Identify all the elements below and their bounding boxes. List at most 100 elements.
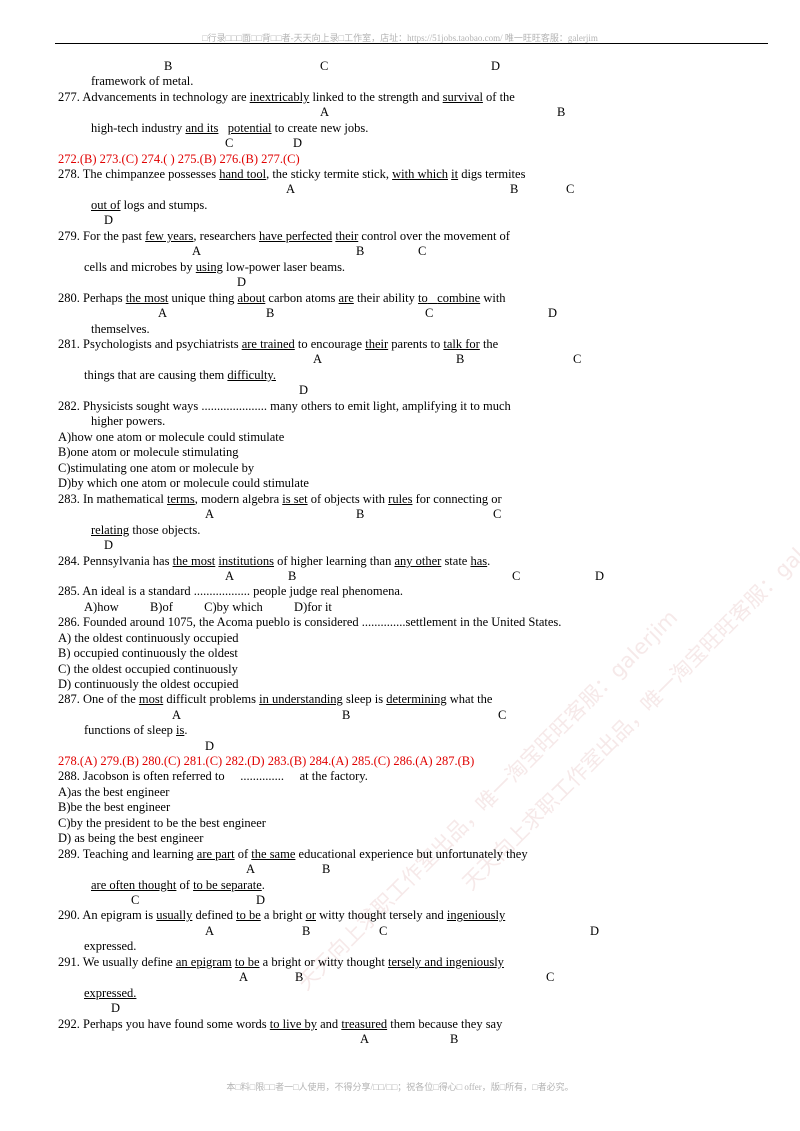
question-281-line2: things that are causing them difficulty. — [84, 368, 276, 382]
question-283-line2: relating those objects. — [91, 523, 201, 537]
question-288: 288. Jacobson is often referred to .....… — [58, 769, 368, 783]
question-277-line2: high-tech industry and its potential to … — [91, 121, 369, 135]
question-284: 284. Pennsylvania has the most instituti… — [58, 554, 491, 568]
option-letter: D — [104, 213, 114, 227]
question-289-line2: are often thought of to be separate. — [91, 878, 265, 892]
option-a: A)as the best engineer — [58, 785, 170, 799]
option-c: C)stimulating one atom or molecule by — [58, 461, 255, 475]
option-letter: D — [595, 569, 605, 583]
question-279: 279. For the past few years, researchers… — [58, 229, 510, 243]
question-278-line2: out of logs and stumps. — [91, 198, 208, 212]
underlined-option-c: and its — [185, 121, 219, 135]
option-letter: A — [205, 507, 215, 521]
header-rule — [55, 43, 768, 44]
option-c: C)by the president to be the best engine… — [58, 816, 266, 830]
watermark: 天天向上求职工作室出品，唯一淘宝旺旺客服：galerjim — [292, 605, 683, 995]
question-290-line2: expressed. — [84, 939, 137, 953]
option-letter: A — [360, 1032, 370, 1046]
option-letter: C — [320, 59, 329, 73]
option-letter: D — [491, 59, 501, 73]
option-letter: D — [256, 893, 266, 907]
question-277: 277. Advancements in technology are inex… — [58, 90, 515, 104]
question-292: 292. Perhaps you have found some words t… — [58, 1017, 503, 1031]
page-footer: 本□料□限□□者一□人使用，不得分享/□□/□□；祝各位□得心□ offer，版… — [226, 1082, 574, 1092]
option-letter: D — [299, 383, 309, 397]
question-290: 290. An epigram is usually defined to be… — [58, 908, 506, 922]
option-letter: A — [172, 708, 182, 722]
question-291-line2: expressed. — [84, 986, 137, 1000]
question-282: 282. Physicists sought ways ............… — [58, 399, 511, 413]
answer-key: 272.(B) 273.(C) 274.( ) 275.(B) 276.(B) … — [58, 152, 300, 166]
option-b: B)one atom or molecule stimulating — [58, 445, 239, 459]
option-letter: B — [302, 924, 311, 938]
option-letter: B — [164, 59, 173, 73]
option-letter: C — [512, 569, 521, 583]
underlined-option-b: survival — [442, 90, 483, 104]
option-letter: A — [192, 244, 202, 258]
option-b: B)be the best engineer — [58, 800, 171, 814]
option-letter: B — [295, 970, 304, 984]
option-letter: B — [266, 306, 275, 320]
question-282-line2: higher powers. — [91, 414, 166, 428]
question-291: 291. We usually define an epigram to be … — [58, 955, 504, 969]
option-letter: A — [225, 569, 235, 583]
question-text: framework of metal. — [91, 74, 194, 88]
option-letter: B — [356, 507, 365, 521]
option-letter: C — [131, 893, 140, 907]
option-letter: A — [239, 970, 249, 984]
option-letter: B — [557, 105, 566, 119]
option-letter: B — [342, 708, 351, 722]
option-letter: B — [322, 862, 331, 876]
option-letter: C — [425, 306, 434, 320]
option-letter: A — [320, 105, 330, 119]
question-287-line2: functions of sleep is. — [84, 723, 188, 737]
page-header: □行录□□□面□□背□□者-天天向上录□工作室，店址：https://51job… — [202, 33, 598, 43]
question-278: 278. The chimpanzee possesses hand tool,… — [58, 167, 526, 181]
question-279-line2: cells and microbes by using low-power la… — [84, 260, 346, 274]
question-283: 283. In mathematical terms, modern algeb… — [58, 492, 502, 506]
question-287: 287. One of the most difficult problems … — [58, 692, 493, 706]
option-letter: C — [225, 136, 234, 150]
option-letter: B — [356, 244, 365, 258]
question-289: 289. Teaching and learning are part of t… — [58, 847, 528, 861]
option-letter: A — [205, 924, 215, 938]
option-letter: A — [246, 862, 256, 876]
underlined-option-a: inextricably — [249, 90, 310, 104]
underlined-option-d: potential — [227, 121, 272, 135]
option-letter: C — [566, 182, 575, 196]
option-c: C) the oldest occupied continuously — [58, 662, 238, 676]
option-letter: C — [498, 708, 507, 722]
option-letter: D — [548, 306, 558, 320]
question-280: 280. Perhaps the most unique thing about… — [58, 291, 506, 305]
option-letter: D — [104, 538, 114, 552]
answer-key: 278.(A) 279.(B) 280.(C) 281.(C) 282.(D) … — [58, 754, 475, 768]
option-b: B) occupied continuously the oldest — [58, 646, 238, 660]
option-letter: A — [313, 352, 323, 366]
option-letter: D — [205, 739, 215, 753]
option-letter: A — [158, 306, 168, 320]
option-letter: C — [379, 924, 388, 938]
question-285: 285. An ideal is a standard ............… — [58, 584, 404, 598]
option-letter: C — [418, 244, 427, 258]
option-letter: C — [546, 970, 555, 984]
question-286: 286. Founded around 1075, the Acoma pueb… — [58, 615, 562, 629]
option-d: D) as being the best engineer — [58, 831, 204, 845]
option-letter: D — [590, 924, 600, 938]
question-285-options: A)how B)of C)by which D)for it — [84, 600, 332, 614]
option-letter: D — [237, 275, 247, 289]
question-281: 281. Psychologists and psychiatrists are… — [58, 337, 499, 351]
option-a: A)how one atom or molecule could stimula… — [58, 430, 285, 444]
option-d: D) continuously the oldest occupied — [58, 677, 239, 691]
option-letter: C — [573, 352, 582, 366]
question-280-line2: themselves. — [91, 322, 150, 336]
option-letter: B — [510, 182, 519, 196]
option-a: A) the oldest continuously occupied — [58, 631, 239, 645]
option-letter: D — [111, 1001, 121, 1015]
option-d: D)by which one atom or molecule could st… — [58, 476, 309, 490]
watermark: 天天向上求职工作室出品，唯一淘宝旺旺客服：galerjim — [457, 505, 800, 895]
option-letter: B — [456, 352, 465, 366]
option-letter: B — [288, 569, 297, 583]
option-letter: D — [293, 136, 303, 150]
option-letter: C — [493, 507, 502, 521]
option-letter: A — [286, 182, 296, 196]
